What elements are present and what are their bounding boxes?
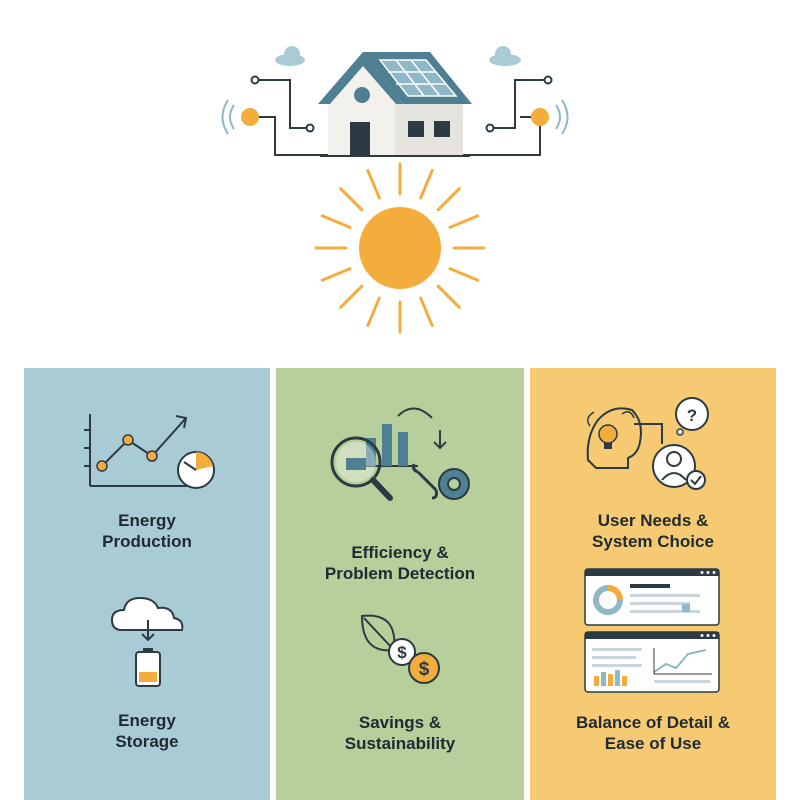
dashboard-screens-icon bbox=[584, 568, 720, 693]
leaf-coins-icon: $ $ bbox=[360, 614, 440, 684]
magnifier-bar-chart-gear-icon bbox=[330, 407, 470, 501]
brain-user-question-icon: ? bbox=[586, 397, 709, 490]
sun-ray bbox=[320, 267, 352, 282]
cloud-icon bbox=[275, 46, 305, 66]
sun-ray bbox=[448, 214, 480, 229]
svg-text:$: $ bbox=[397, 643, 407, 662]
sun-ray bbox=[366, 296, 381, 328]
svg-text:?: ? bbox=[687, 406, 697, 425]
solar-panel-icon bbox=[378, 59, 458, 97]
sun-ray bbox=[339, 187, 364, 212]
sun-ray bbox=[339, 284, 364, 309]
sun-ray bbox=[436, 284, 461, 309]
line-chart-gauge-icon bbox=[84, 414, 215, 489]
energy-production-label: Energy Production bbox=[102, 511, 192, 551]
cloud-battery-icon bbox=[110, 596, 184, 687]
user-needs-label: User Needs & System Choice bbox=[592, 511, 714, 551]
sun-ray bbox=[436, 187, 461, 212]
sun-ray bbox=[448, 267, 480, 282]
sun-icon bbox=[314, 162, 486, 334]
svg-text:$: $ bbox=[419, 659, 430, 680]
panel-user-needs: ? User Needs & System Choice Balance bbox=[530, 368, 776, 800]
cloud-icon bbox=[489, 46, 521, 66]
sun-ray bbox=[320, 214, 352, 229]
hero-illustration bbox=[221, 46, 569, 334]
savings-label: Savings & Sustainability bbox=[344, 713, 456, 753]
sun-ray bbox=[419, 168, 434, 200]
energy-storage-label: Energy Storage bbox=[115, 711, 179, 751]
sensor-icon bbox=[221, 99, 259, 135]
sensor-icon bbox=[531, 99, 569, 135]
panel-energy: Energy Production Energy Storage bbox=[24, 368, 270, 800]
efficiency-label: Efficiency & Problem Detection bbox=[324, 543, 476, 583]
sun-ray bbox=[366, 168, 381, 200]
sun-ray bbox=[419, 296, 434, 328]
balance-label: Balance of Detail & Ease of Use bbox=[576, 713, 730, 753]
panel-efficiency: Efficiency & Problem Detection $ $ Savin… bbox=[276, 368, 524, 800]
